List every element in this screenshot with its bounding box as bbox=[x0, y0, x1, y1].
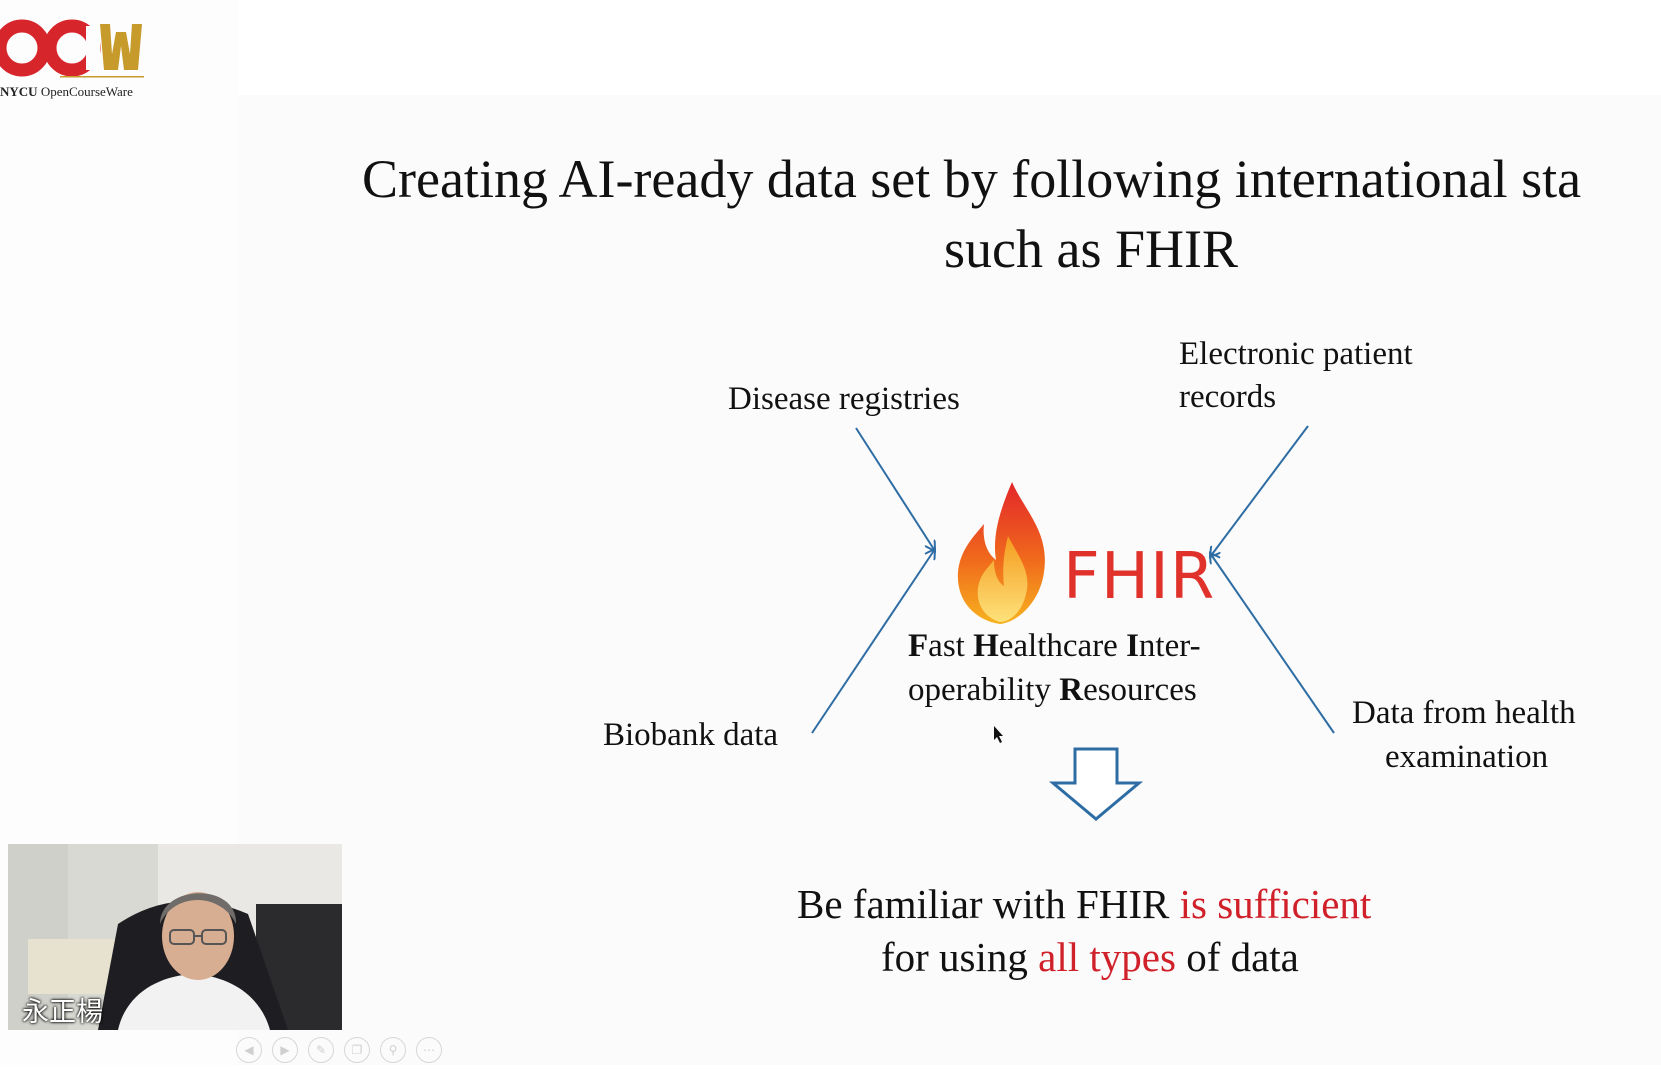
more-icon[interactable]: ⋯ bbox=[416, 1037, 442, 1063]
text-nter: nter- bbox=[1138, 628, 1201, 664]
slide-title-line1: Creating AI-ready data set by following … bbox=[362, 149, 1582, 209]
conclusion-line2-text2: of data bbox=[1175, 934, 1299, 980]
next-icon[interactable]: ▶ bbox=[272, 1037, 298, 1063]
text-operability: operability bbox=[908, 672, 1060, 708]
logo-opencourseware: OpenCourseWare bbox=[40, 84, 133, 99]
webcam-scene bbox=[8, 844, 342, 1030]
bold-h: H bbox=[973, 628, 999, 664]
text-esources: esources bbox=[1083, 672, 1197, 708]
prev-icon[interactable]: ◀ bbox=[236, 1037, 262, 1063]
label-electronic-records-line1: Electronic patient bbox=[1179, 336, 1413, 372]
fhir-flame-icon bbox=[957, 482, 1045, 624]
bold-r: R bbox=[1059, 672, 1084, 708]
conclusion-line1-text: Be familiar with FHIR bbox=[797, 881, 1180, 927]
webcam-video: 永正楊 bbox=[8, 844, 342, 1030]
bold-f: F bbox=[908, 628, 929, 664]
conclusion-highlight-all-types: all types bbox=[1038, 934, 1176, 980]
conclusion-line2-text1: for using bbox=[881, 934, 1039, 980]
label-biobank: Biobank data bbox=[603, 717, 779, 753]
logo-name: NYCU bbox=[0, 84, 38, 99]
text-ast: ast bbox=[928, 628, 974, 664]
conclusion-line2: for using all types of data bbox=[881, 931, 1299, 983]
conclusion-highlight-sufficient: is sufficient bbox=[1179, 881, 1372, 927]
fhir-logo-text: FHIR bbox=[1063, 540, 1216, 614]
webcam-name-label: 永正楊 bbox=[22, 997, 103, 1028]
label-health-exam-line2: examination bbox=[1385, 739, 1549, 775]
nycu-ocw-logo bbox=[0, 19, 144, 78]
slide-title-line2: such as FHIR bbox=[944, 219, 1238, 279]
label-disease-registries: Disease registries bbox=[728, 381, 960, 417]
label-electronic-records-line2: records bbox=[1179, 379, 1277, 415]
fhir-expansion-line1: Fast Healthcare Inter- bbox=[908, 624, 1201, 668]
text-ealthcare: ealthcare bbox=[998, 628, 1127, 664]
logo-subtitle: NYCU OpenCourseWare bbox=[0, 84, 133, 100]
label-health-exam-line1: Data from health bbox=[1352, 695, 1576, 731]
bold-i: I bbox=[1126, 628, 1139, 664]
zoom-icon[interactable]: ⚲ bbox=[380, 1037, 406, 1063]
fhir-expansion-line2: operability Resources bbox=[908, 668, 1201, 712]
pen-icon[interactable]: ✎ bbox=[308, 1037, 334, 1063]
presentation-toolbar: ◀ ▶ ✎ ❐ ⚲ ⋯ bbox=[236, 1037, 442, 1067]
fhir-expansion: Fast Healthcare Inter- operability Resou… bbox=[908, 624, 1201, 712]
conclusion-line1: Be familiar with FHIR is sufficient bbox=[797, 878, 1371, 930]
copy-icon[interactable]: ❐ bbox=[344, 1037, 370, 1063]
slide-canvas bbox=[238, 95, 1661, 1065]
bottom-band bbox=[0, 1065, 1661, 1080]
